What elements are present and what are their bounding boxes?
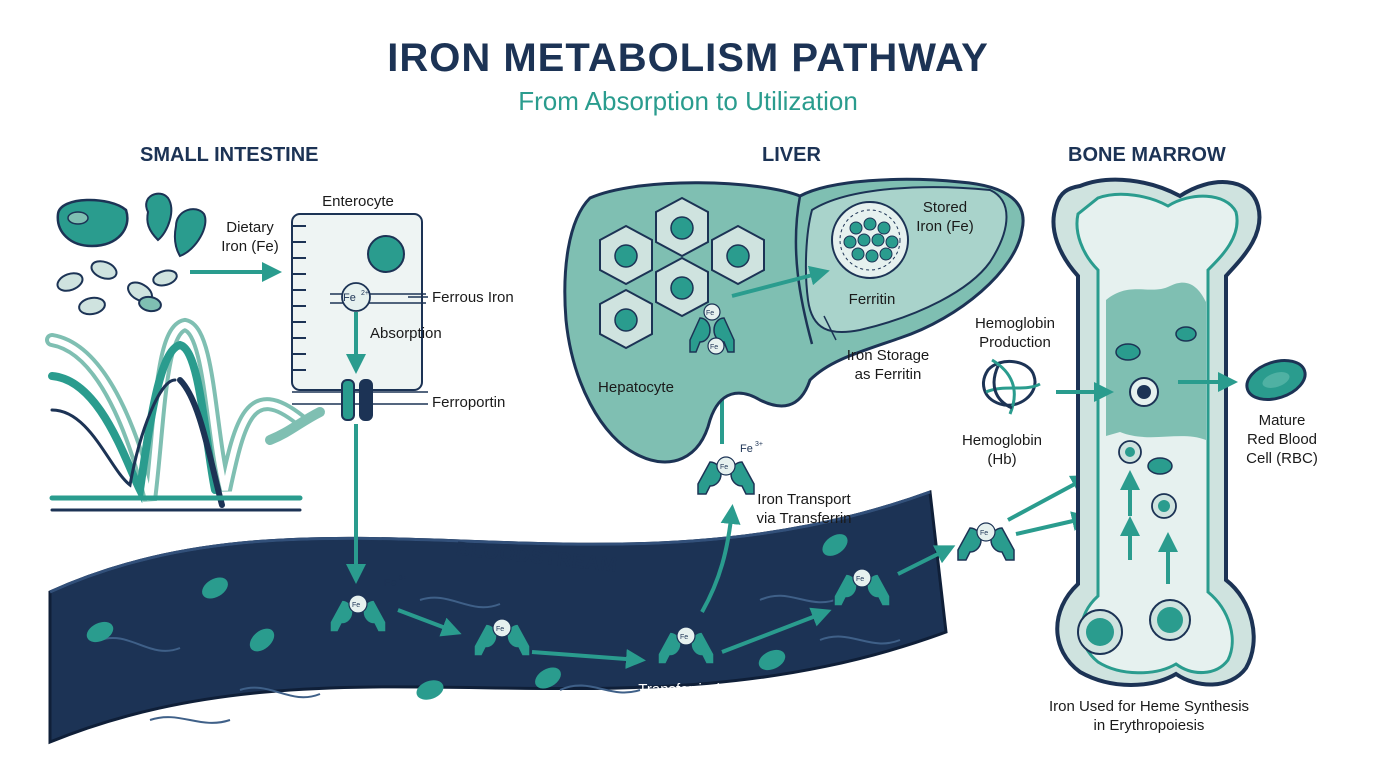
page-subtitle: From Absorption to Utilization <box>518 86 858 116</box>
section-title-intestine: SMALL INTESTINE <box>140 144 319 166</box>
fe3-charge: 3+ <box>399 575 407 582</box>
label-heme-synthesis: Iron Used for Heme Synthesis in Erythrop… <box>1048 698 1250 734</box>
fe-small-text: Fe <box>680 634 688 641</box>
beans-icon <box>56 260 178 316</box>
red-blood-cell <box>86 534 848 700</box>
fe3-text: Fe <box>384 577 397 589</box>
marrow-cells <box>1077 326 1197 655</box>
fe-small-text: Fe <box>352 602 360 609</box>
storage-arrow <box>731 265 830 298</box>
label-enterocyte: Enterocyte <box>322 193 394 210</box>
fe-small-text: Fe <box>496 626 504 633</box>
marrow-arrows <box>1056 372 1238 584</box>
section-title-liver: LIVER <box>762 144 821 166</box>
storage-pointer <box>823 315 837 341</box>
food-steak-icon <box>56 198 129 248</box>
intestinal-villi <box>45 317 325 512</box>
label-ferrous-iron: Ferrous Iron <box>432 289 514 306</box>
label-hepatocyte: Hepatocyte <box>598 379 674 396</box>
label-ferritin: Ferritin <box>848 291 896 308</box>
page-title: IRON METABOLISM PATHWAY <box>387 36 989 80</box>
hemoglobin-molecule <box>982 358 1041 415</box>
fe3-charge: 3+ <box>755 441 763 448</box>
label-iron-transport: Iron Transport via Transferrin <box>756 491 852 527</box>
fe-small-text: Fe <box>980 530 988 537</box>
ferritin-complex <box>831 201 909 279</box>
fe3-text: Fe <box>740 443 753 455</box>
label-ferroportin: Ferroportin <box>432 394 506 411</box>
label-dietary-iron: Dietary Iron (Fe) <box>221 219 279 255</box>
label-transferrin: Transferrin (Tf) <box>638 681 738 698</box>
label-iron-storage: Iron Storage as Ferritin <box>846 347 930 383</box>
fe-small-text: Fe <box>706 310 714 317</box>
fe2-text: Fe <box>343 292 356 304</box>
label-hb-production: Hemoglobin Production <box>974 315 1056 351</box>
fe-small-text: Fe <box>720 464 728 471</box>
hepatocyte-nuclei <box>614 216 750 332</box>
label-absorption: Absorption <box>370 325 442 342</box>
section-title-marrow: BONE MARROW <box>1068 144 1226 166</box>
iron-ion-circles <box>348 456 996 646</box>
rbc-highlight <box>1262 372 1290 388</box>
hepatocyte-iron-ions <box>689 303 735 355</box>
bone-shape <box>1051 177 1262 687</box>
fe2-charge: 2+ <box>361 290 369 297</box>
ferroportin-channel <box>341 379 373 421</box>
label-mature-rbc: Mature Red Blood Cell (RBC) <box>1246 412 1318 467</box>
transferrin-molecules <box>329 461 1015 665</box>
fe-small-text: Fe <box>856 576 864 583</box>
label-hemoglobin: Hemoglobin (Hb) <box>961 432 1043 468</box>
ion-labels: Fe 2+ Fe Fe Fe Fe Fe Fe Fe Fe Fe 3+ Fe 3… <box>343 290 988 641</box>
fe2-ion <box>341 282 371 312</box>
fe-small-text: Fe <box>710 344 718 351</box>
spinach-leaf-icon <box>145 192 207 258</box>
label-stored-iron: Stored Iron (Fe) <box>916 199 974 235</box>
bloodstream-vessel <box>48 489 948 745</box>
